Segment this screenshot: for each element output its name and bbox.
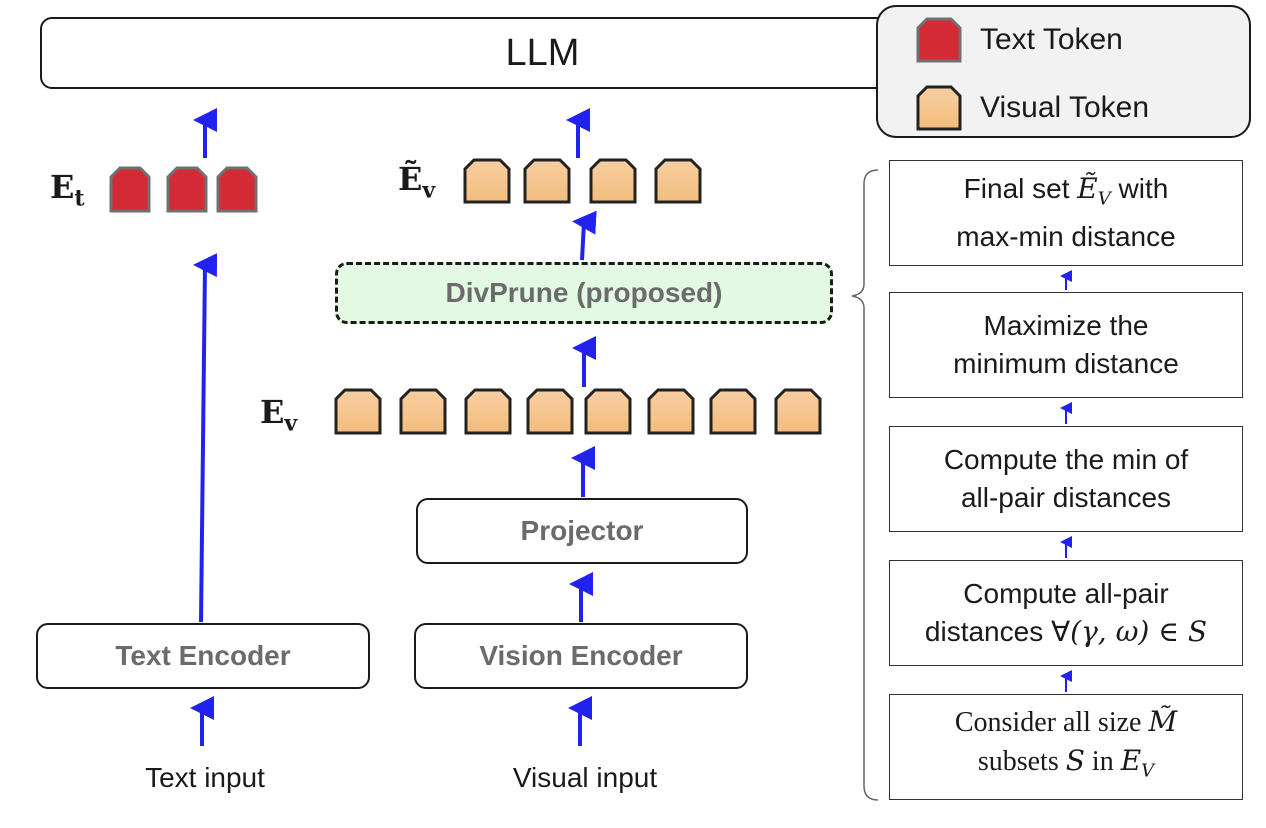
pruned-visual-token [589, 158, 637, 204]
step-maximize-min-line1: Maximize the [983, 310, 1149, 341]
symbol-e-v-tilde-base: Ẽ [398, 160, 423, 198]
arrow-divprune-to-pruned-tokens [572, 210, 597, 261]
llm-label: LLM [505, 31, 580, 74]
pruned-visual-token [463, 158, 511, 204]
divprune-label: DivPrune (proposed) [445, 277, 723, 308]
step-math-sub: V [1141, 760, 1155, 782]
symbol-e-v-tilde-sub: v [422, 177, 436, 204]
step-compute-all-pair-line1: Compute all-pair [963, 578, 1169, 609]
step-compute-all-pair-line2: distances ∀(γ, ω) ∈ S [925, 613, 1207, 651]
step-compute-min: Compute the min of all-pair distances [889, 426, 1243, 532]
vision-encoder-label: Vision Encoder [479, 640, 683, 671]
legend-label-visual-token: Visual Token [980, 91, 1150, 124]
step-final-set-line1: Final set ẼV with [964, 170, 1169, 219]
text-input-label: Text input [145, 762, 265, 793]
step-maximize-min: Maximize the minimum distance [889, 292, 1243, 398]
text-token-swatch-icon [916, 17, 962, 63]
step-text: in [1084, 746, 1121, 778]
step-math: (γ, ω) ∈ S [1070, 615, 1208, 648]
pruned-visual-token-group [463, 158, 702, 204]
text-token [109, 166, 151, 213]
step-math: S [1065, 744, 1085, 778]
legend-item-text-token: Text Token [916, 17, 1123, 63]
step-compute-min-line2: all-pair distances [960, 482, 1172, 513]
arrow-group [190, 108, 1072, 746]
visual-input-label: Visual input [512, 762, 658, 793]
step-consider-subsets-line1: Consider all size M̃ [955, 703, 1177, 742]
symbol-e-v-sub: v [284, 410, 298, 437]
legend: Text Token Visual Token [876, 5, 1251, 138]
visual-token [334, 388, 382, 435]
step-text: subsets [977, 746, 1066, 778]
symbol-e-t-sub: t [74, 185, 85, 212]
step-text: distances ∀ [924, 616, 1071, 647]
step-final-set-line2: max-min distance [956, 221, 1176, 253]
vision-encoder-module: Vision Encoder [414, 623, 748, 689]
step-maximize-min-line2: minimum distance [953, 348, 1179, 379]
step-consider-subsets-line2: subsets S in EV [978, 742, 1154, 791]
step-text: Consider all size [954, 707, 1149, 739]
projector-module: Projector [416, 498, 748, 564]
step-compute-min-line1: Compute the min of [943, 444, 1189, 475]
text-token [166, 166, 208, 213]
visual-token [647, 388, 695, 435]
step-compute-all-pair: Compute all-pair distances ∀(γ, ω) ∈ S [889, 560, 1243, 666]
symbol-e-v-tilde: Ẽv [398, 160, 435, 203]
visual-token [709, 388, 757, 435]
pruned-visual-token [654, 158, 702, 204]
legend-label-text-token: Text Token [980, 23, 1123, 56]
arrow-text-encoder-to-text-tokens [193, 253, 218, 623]
visual-token [584, 388, 632, 435]
visual-token [399, 388, 447, 435]
text-token-group [109, 166, 258, 213]
symbol-e-t-base: E [50, 168, 75, 206]
visual-token [526, 388, 574, 435]
visual-token-group [334, 388, 822, 435]
step-final-set: Final set ẼV with max-min distance [889, 160, 1243, 266]
legend-item-visual-token: Visual Token [916, 85, 1149, 131]
step-consider-subsets: Consider all size M̃ subsets S in EV [889, 694, 1243, 800]
step-math: Ẽ [1077, 171, 1098, 205]
brace [851, 169, 879, 801]
projector-label: Projector [520, 515, 644, 546]
pruned-visual-token [523, 158, 571, 204]
text-token [216, 166, 258, 213]
step-text: Final set [963, 172, 1078, 204]
symbol-e-v-base: E [260, 393, 285, 431]
step-text: with [1110, 172, 1169, 204]
divprune-module: DivPrune (proposed) [335, 262, 833, 324]
visual-token [464, 388, 512, 435]
step-math-sub: V [1097, 188, 1111, 210]
symbol-e-t: Et [50, 168, 85, 211]
visual-token-swatch-icon [916, 85, 962, 131]
text-encoder-label: Text Encoder [115, 640, 291, 671]
visual-token [774, 388, 822, 435]
symbol-e-v: Ev [260, 393, 297, 436]
step-math: E [1120, 744, 1142, 778]
text-encoder-module: Text Encoder [36, 623, 370, 689]
step-math: M̃ [1148, 705, 1178, 739]
